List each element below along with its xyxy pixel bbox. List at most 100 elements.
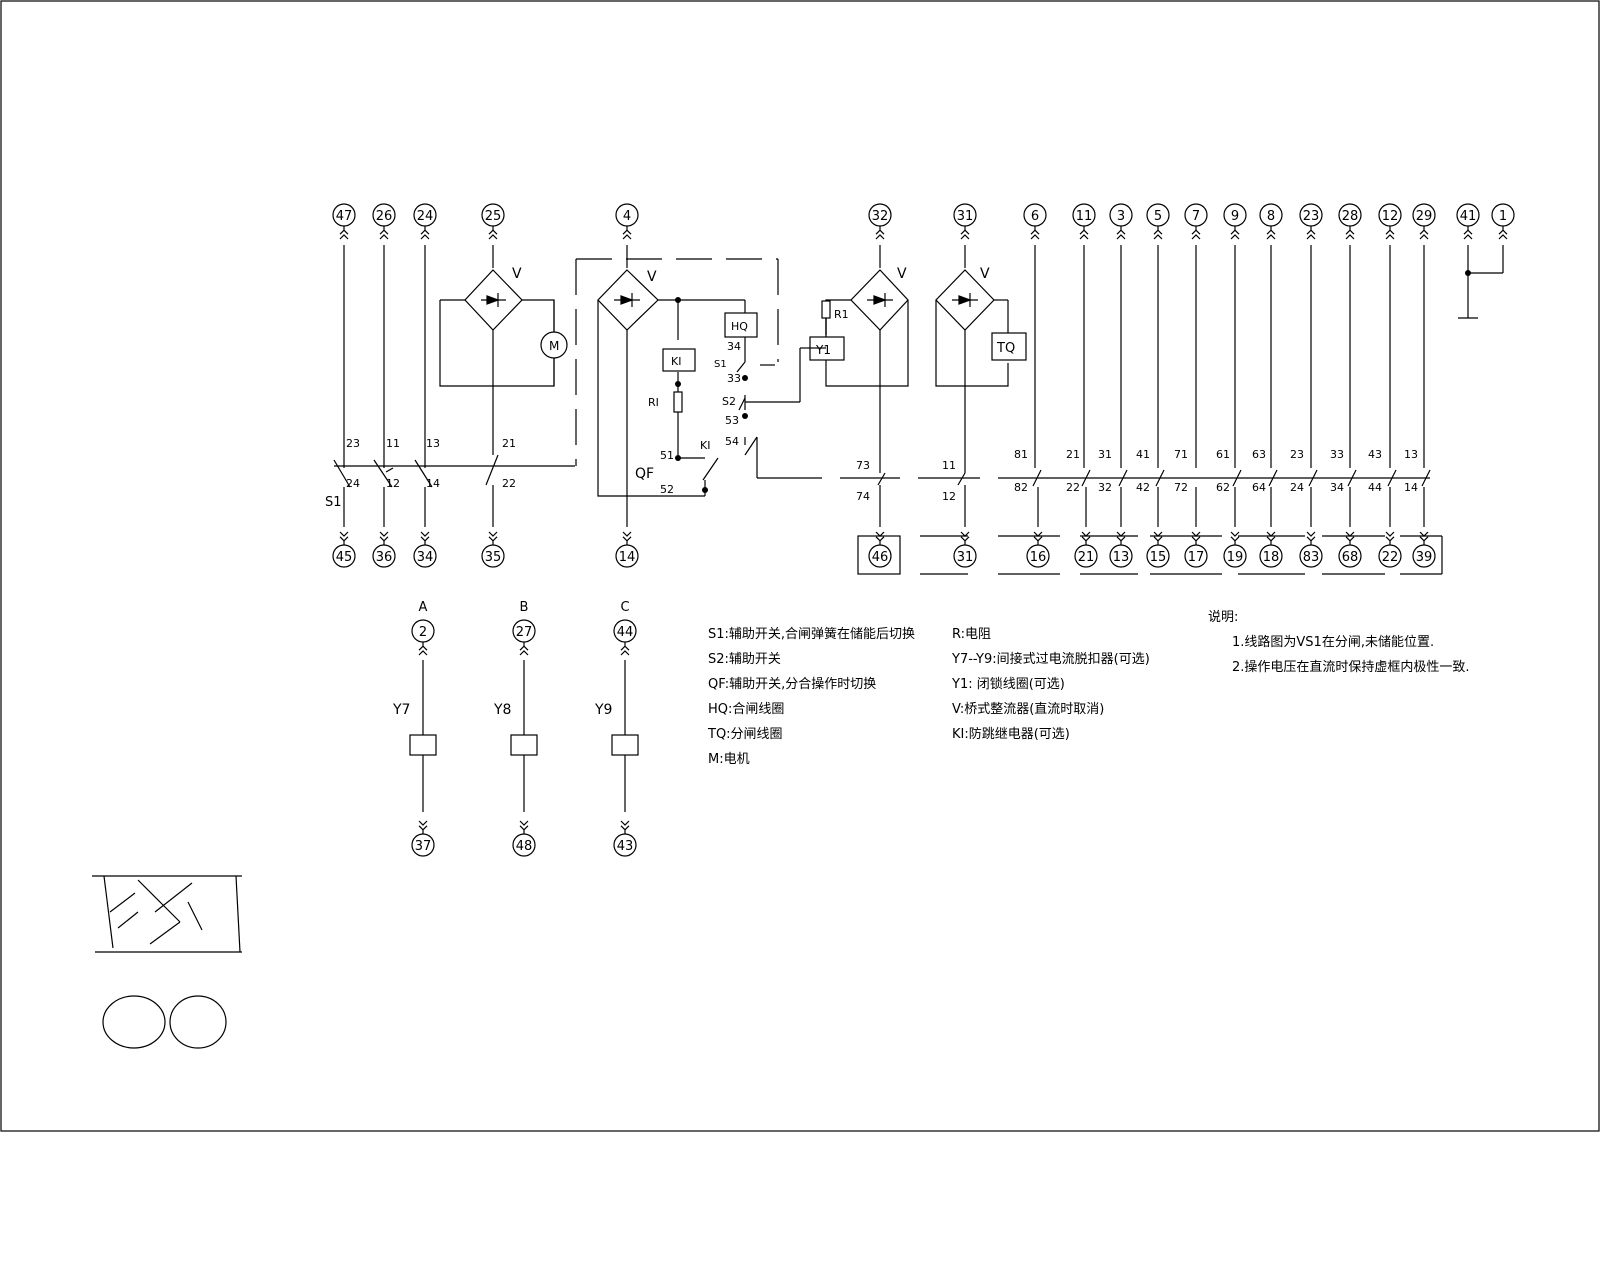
contact-number-upper: 61 [1216, 448, 1230, 461]
contact-number-upper: 41 [1136, 448, 1150, 461]
svg-text:25: 25 [485, 209, 502, 224]
contact-number-lower: 62 [1216, 481, 1230, 494]
contact-number-upper: 71 [1174, 448, 1188, 461]
contact-number-lower: 72 [1174, 481, 1188, 494]
svg-text:41: 41 [1460, 209, 1477, 224]
legend-item: M:电机 [708, 752, 750, 767]
device-labels: V V V V M HQ TQ Y1 KI RI R1 S1 QF S1 S2 … [325, 266, 1015, 510]
terminal-bottom: 18 [1259, 531, 1283, 568]
terminal-top: 11 [1072, 203, 1096, 240]
contact-number-upper: 21 [502, 437, 516, 450]
contact-number-upper: 81 [1014, 448, 1028, 461]
svg-text:29: 29 [1416, 209, 1433, 224]
terminal-bottom: 22 [1378, 531, 1402, 568]
svg-text:21: 21 [1078, 550, 1095, 565]
svg-text:B: B [520, 600, 529, 615]
terminal-top: 47 [332, 203, 356, 240]
svg-text:39: 39 [1416, 550, 1433, 565]
svg-text:13: 13 [1113, 550, 1130, 565]
terminal-top: 24 [413, 203, 437, 240]
svg-text:Y8: Y8 [493, 702, 511, 718]
components [540, 300, 1027, 413]
s2-label: S2 [722, 395, 736, 408]
y1-label: Y1 [815, 343, 831, 357]
contact-number-lower: 14 [1404, 481, 1418, 494]
svg-text:43: 43 [617, 839, 634, 854]
svg-text:12: 12 [1382, 209, 1399, 224]
qf-contact-52: 52 [660, 483, 674, 496]
terminal-top: 31 [953, 203, 977, 240]
svg-text:83: 83 [1303, 550, 1320, 565]
legend-column-1: S1:辅助开关,合闸弹簧在储能后切换 S2:辅助开关 QF:辅助开关,分合操作时… [708, 622, 915, 772]
terminal-top: 12 [1378, 203, 1402, 240]
contact-number-upper: 43 [1368, 448, 1382, 461]
terminal-top: 6 [1023, 203, 1047, 240]
terminal-top: 25 [481, 203, 505, 240]
svg-text:17: 17 [1188, 550, 1205, 565]
svg-text:15: 15 [1150, 550, 1167, 565]
notes-item: 1.线路图为VS1在分闸,未储能位置. [1232, 635, 1435, 650]
terminal-top: 1 [1491, 203, 1515, 240]
trip-terminal-top: 27 [512, 619, 536, 656]
svg-text:A: A [419, 600, 428, 615]
legend-item: S2:辅助开关 [708, 652, 781, 667]
terminal-bottom: 34 [413, 531, 437, 568]
contact-number-lower: 42 [1136, 481, 1150, 494]
svg-text:32: 32 [872, 209, 889, 224]
svg-text:27: 27 [516, 625, 533, 640]
terminal-top: 32 [868, 203, 892, 240]
rectifier-label-1: V [512, 266, 522, 282]
legend-item: TQ:分闸线圈 [708, 727, 783, 742]
svg-text:23: 23 [1303, 209, 1320, 224]
switch-contacts [333, 361, 966, 488]
terminal-top: 41 [1456, 203, 1480, 240]
terminal-top: 8 [1259, 203, 1283, 240]
svg-text:35: 35 [485, 550, 502, 565]
svg-text:37: 37 [415, 839, 432, 854]
r1-resistor [821, 300, 831, 319]
legend-item: Y1: 闭锁线圈(可选) [952, 677, 1065, 692]
ki-contact-label: KI [700, 439, 710, 452]
terminal-bottom: 46 [868, 531, 892, 568]
rectifier-label-2: V [647, 269, 657, 285]
terminal-top: 29 [1412, 203, 1436, 240]
contact-number-lower: 74 [856, 490, 870, 503]
rectifier-label-3: V [897, 266, 907, 282]
svg-text:Y9: Y9 [594, 702, 612, 718]
terminal-bottom: 16 [1026, 531, 1050, 568]
r1-label: R1 [834, 308, 849, 321]
svg-text:9: 9 [1231, 209, 1239, 224]
double-circle-symbol [102, 995, 227, 1049]
legend-item: Y7--Y9:间接式过电流脱扣器(可选) [952, 652, 1150, 667]
terminal-top: 23 [1299, 203, 1323, 240]
footnote-symbols [92, 875, 242, 1049]
svg-text:4: 4 [623, 209, 631, 224]
rectifier-label-4: V [980, 266, 990, 282]
rectifier-icon-2 [597, 269, 659, 331]
terminal-bottom: 68 [1338, 531, 1362, 568]
terminal-top: 3 [1109, 203, 1133, 240]
terminal-top: 7 [1184, 203, 1208, 240]
svg-text:45: 45 [336, 550, 353, 565]
motor-label: M [549, 339, 559, 353]
wiring-lines [334, 245, 1504, 575]
legend-item: S1:辅助开关,合闸弹簧在储能后切换 [708, 627, 916, 642]
terminal-bottom: 14 [615, 531, 639, 568]
terminal-bottom: 19 [1223, 531, 1247, 568]
contact-number-lower: 82 [1014, 481, 1028, 494]
qf-contact-33: 33 [727, 372, 741, 385]
notes-block: 说明: 1.线路图为VS1在分闸,未储能位置. 2.操作电压在直流时保持虚框内极… [1208, 605, 1470, 680]
terminal-top: 28 [1338, 203, 1362, 240]
hq-label: HQ [731, 320, 748, 333]
contact-number-lower: 22 [502, 477, 516, 490]
contact-number-upper: 21 [1066, 448, 1080, 461]
legend-item: QF:辅助开关,分合操作时切换 [708, 677, 877, 692]
contact-number-lower: 64 [1252, 481, 1266, 494]
svg-text:48: 48 [516, 839, 533, 854]
svg-text:6: 6 [1031, 209, 1039, 224]
